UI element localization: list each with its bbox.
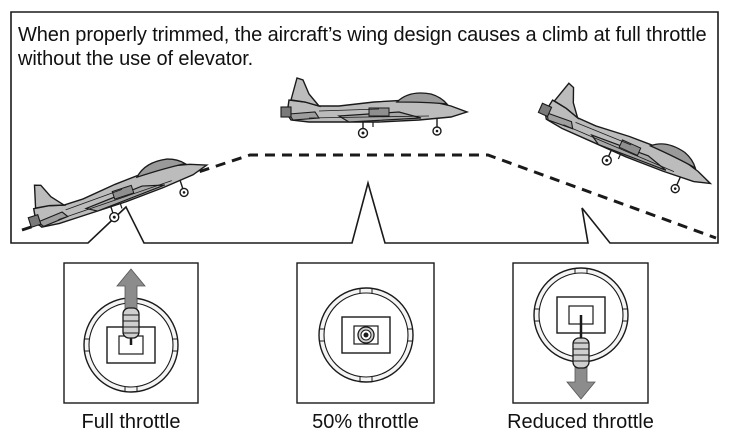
label-half-throttle: 50% throttle [312,411,419,433]
diagram-caption: When properly trimmed, the aircraft’s wi… [18,24,707,70]
scene-frame [10,11,719,244]
stick-full-throttle [122,307,140,339]
stick-reduced-throttle [572,337,590,369]
label-reduced-throttle: Reduced throttle [507,411,654,433]
stick-half-throttle [357,326,375,344]
label-full-throttle: Full throttle [81,411,181,433]
